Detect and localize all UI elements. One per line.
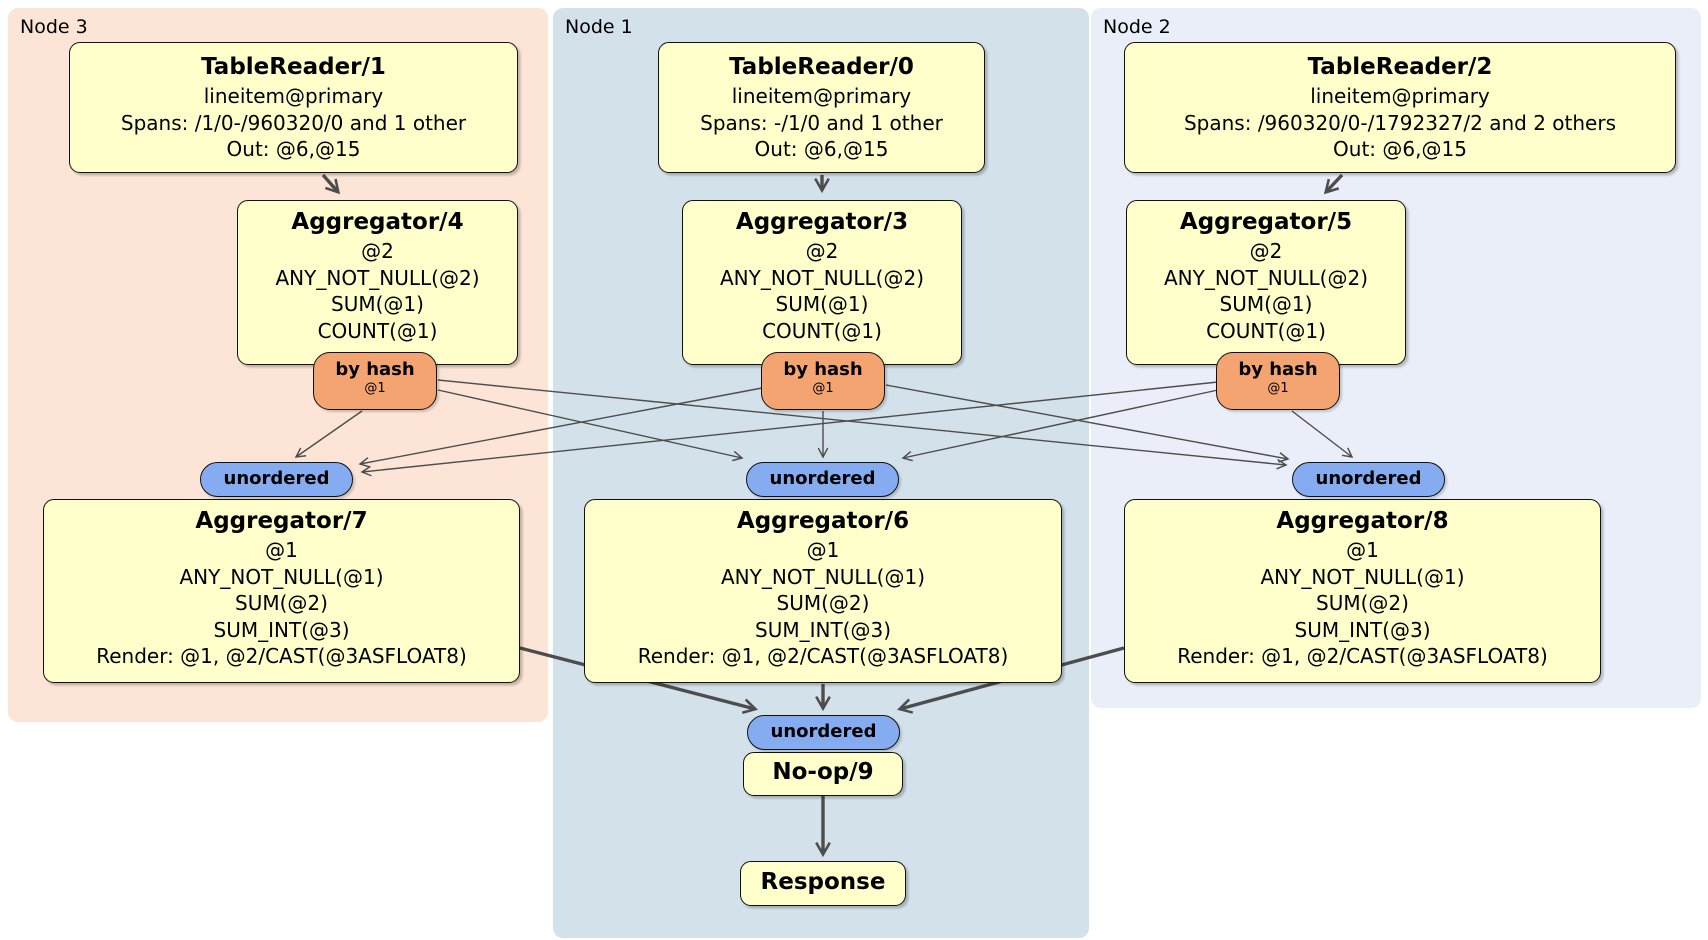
node-detail: COUNT(@1) bbox=[1206, 318, 1326, 343]
node-title: TableReader/1 bbox=[201, 54, 386, 80]
unordered-label: unordered bbox=[1315, 468, 1422, 489]
node-detail: @2 bbox=[1249, 239, 1283, 263]
node-detail: Spans: -/1/0 and 1 other bbox=[700, 110, 943, 135]
node-detail: Spans: /960320/0-/1792327/2 and 2 others bbox=[1183, 110, 1616, 135]
node-detail: SUM_INT(@3) bbox=[1294, 617, 1431, 642]
byhash-badge-n3: by hash @1 bbox=[313, 352, 437, 410]
node-aggregator7: Aggregator/7 @1 ANY_NOT_NULL(@1) SUM(@2)… bbox=[43, 499, 520, 683]
node-title: Aggregator/5 bbox=[1179, 209, 1353, 235]
node-aggregator4: Aggregator/4 @2 ANY_NOT_NULL(@2) SUM(@1)… bbox=[237, 200, 518, 365]
node-title: Aggregator/6 bbox=[736, 508, 910, 534]
panel-node3-label: Node 3 bbox=[20, 16, 88, 38]
node-detail: Render: @1, @2/CAST(@3ASFLOAT8) bbox=[96, 644, 467, 668]
node-detail: SUM(@2) bbox=[235, 591, 328, 615]
unordered-badge-n1: unordered bbox=[746, 462, 899, 497]
unordered-label: unordered bbox=[769, 468, 876, 489]
node-title: Aggregator/7 bbox=[195, 508, 368, 534]
node-detail: @1 bbox=[1346, 538, 1379, 562]
panel-node2-label: Node 2 bbox=[1103, 16, 1171, 38]
node-detail: COUNT(@1) bbox=[762, 318, 882, 343]
node-detail: SUM(@1) bbox=[1219, 292, 1313, 316]
byhash-label: by hash bbox=[1238, 359, 1318, 380]
node-detail: ANY_NOT_NULL(@2) bbox=[275, 265, 480, 290]
node-detail: SUM_INT(@3) bbox=[755, 617, 891, 642]
unordered-label: unordered bbox=[223, 468, 330, 489]
unordered-badge-n3: unordered bbox=[200, 462, 353, 497]
node-detail: Spans: /1/0-/960320/0 and 1 other bbox=[120, 110, 467, 135]
node-aggregator3: Aggregator/3 @2 ANY_NOT_NULL(@2) SUM(@1)… bbox=[682, 200, 962, 365]
node-response: Response bbox=[740, 861, 906, 906]
node-detail: SUM(@1) bbox=[331, 292, 424, 316]
unordered-badge-n2: unordered bbox=[1292, 462, 1445, 497]
byhash-key: @1 bbox=[1267, 381, 1289, 396]
unordered-label: unordered bbox=[770, 721, 877, 742]
node-title: TableReader/0 bbox=[729, 54, 914, 80]
node-detail: ANY_NOT_NULL(@2) bbox=[1164, 265, 1368, 290]
node-detail: @2 bbox=[805, 239, 839, 263]
node-detail: Render: @1, @2/CAST(@3ASFLOAT8) bbox=[1177, 644, 1548, 668]
node-detail: @2 bbox=[361, 239, 394, 263]
node-title: TableReader/2 bbox=[1307, 54, 1493, 80]
node-tablereader1: TableReader/1 lineitem@primary Spans: /1… bbox=[69, 42, 518, 173]
panel-node1-label: Node 1 bbox=[565, 16, 633, 38]
node-detail: lineitem@primary bbox=[1310, 84, 1490, 108]
node-detail: Out: @6,@15 bbox=[754, 137, 889, 161]
node-tablereader2: TableReader/2 lineitem@primary Spans: /9… bbox=[1124, 42, 1676, 173]
node-detail: SUM(@1) bbox=[775, 292, 869, 316]
node-title: Aggregator/4 bbox=[291, 209, 464, 235]
node-detail: @1 bbox=[265, 538, 298, 562]
node-detail: SUM_INT(@3) bbox=[213, 617, 350, 642]
node-detail: @1 bbox=[806, 538, 840, 562]
node-detail: lineitem@primary bbox=[731, 84, 912, 108]
unordered-badge-final: unordered bbox=[747, 715, 900, 750]
node-aggregator6: Aggregator/6 @1 ANY_NOT_NULL(@1) SUM(@2)… bbox=[584, 499, 1062, 683]
node-title: Aggregator/8 bbox=[1276, 508, 1449, 534]
node-detail: COUNT(@1) bbox=[317, 318, 438, 343]
node-detail: Out: @6,@15 bbox=[1333, 137, 1467, 161]
node-noop9: No-op/9 bbox=[743, 752, 903, 796]
node-tablereader0: TableReader/0 lineitem@primary Spans: -/… bbox=[658, 42, 985, 173]
node-title: Aggregator/3 bbox=[735, 209, 909, 235]
node-detail: ANY_NOT_NULL(@1) bbox=[1260, 564, 1465, 589]
byhash-label: by hash bbox=[335, 359, 415, 380]
node-title: Response bbox=[760, 869, 886, 895]
node-detail: ANY_NOT_NULL(@2) bbox=[720, 265, 924, 290]
byhash-label: by hash bbox=[783, 359, 863, 380]
node-title: No-op/9 bbox=[772, 759, 874, 785]
node-detail: Render: @1, @2/CAST(@3ASFLOAT8) bbox=[637, 644, 1009, 668]
node-detail: ANY_NOT_NULL(@1) bbox=[721, 564, 925, 589]
byhash-badge-n2: by hash @1 bbox=[1216, 352, 1340, 410]
node-detail: SUM(@2) bbox=[776, 591, 870, 615]
node-detail: lineitem@primary bbox=[203, 84, 384, 108]
node-detail: ANY_NOT_NULL(@1) bbox=[179, 564, 384, 589]
node-aggregator5: Aggregator/5 @2 ANY_NOT_NULL(@2) SUM(@1)… bbox=[1126, 200, 1406, 365]
node-detail: SUM(@2) bbox=[1316, 591, 1409, 615]
node-aggregator8: Aggregator/8 @1 ANY_NOT_NULL(@1) SUM(@2)… bbox=[1124, 499, 1601, 683]
byhash-key: @1 bbox=[364, 381, 386, 396]
byhash-key: @1 bbox=[812, 381, 834, 396]
node-detail: Out: @6,@15 bbox=[226, 137, 361, 161]
byhash-badge-n1: by hash @1 bbox=[761, 352, 885, 410]
